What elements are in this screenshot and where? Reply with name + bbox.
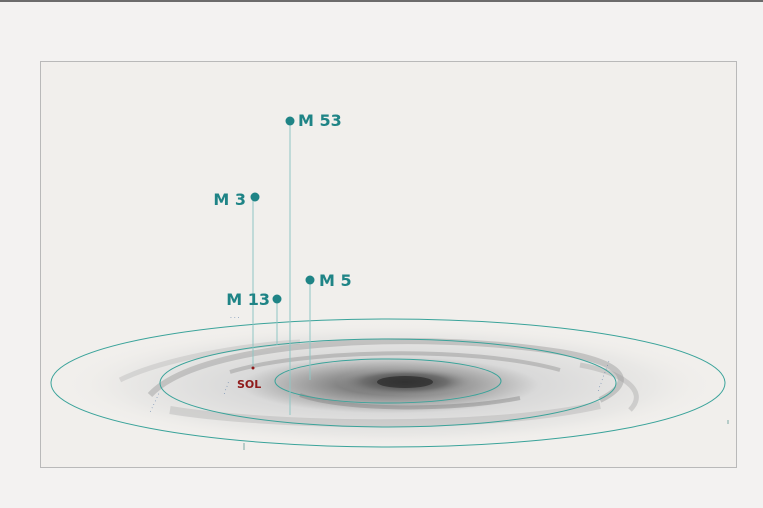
globular-cluster-icon [272,294,282,304]
cluster-m3[interactable]: M 3 [213,190,260,209]
cluster-label-m3: M 3 [213,190,246,209]
globular-cluster-icon [305,275,315,285]
cluster-m13[interactable]: M 13 [226,290,282,309]
sun-marker[interactable]: SOL [237,366,261,392]
cluster-m5[interactable]: M 5 [305,271,352,290]
cluster-m53[interactable]: M 53 [285,111,342,130]
sun-label: SOL [237,378,261,391]
cluster-label-m53: M 53 [298,111,342,130]
cluster-label-m13: M 13 [226,290,270,309]
cluster-stems [252,122,311,415]
ring-ticks [243,420,729,450]
globular-cluster-icon [250,192,260,202]
globular-cluster-icon [285,116,295,126]
orbit-rings [50,318,726,448]
cluster-label-m5: M 5 [319,271,352,290]
top-border [0,0,763,2]
sun-dot [251,366,255,370]
svg-text:· · ·: · · · [230,315,240,322]
svg-text:· · · ·: · · · · [221,381,232,396]
